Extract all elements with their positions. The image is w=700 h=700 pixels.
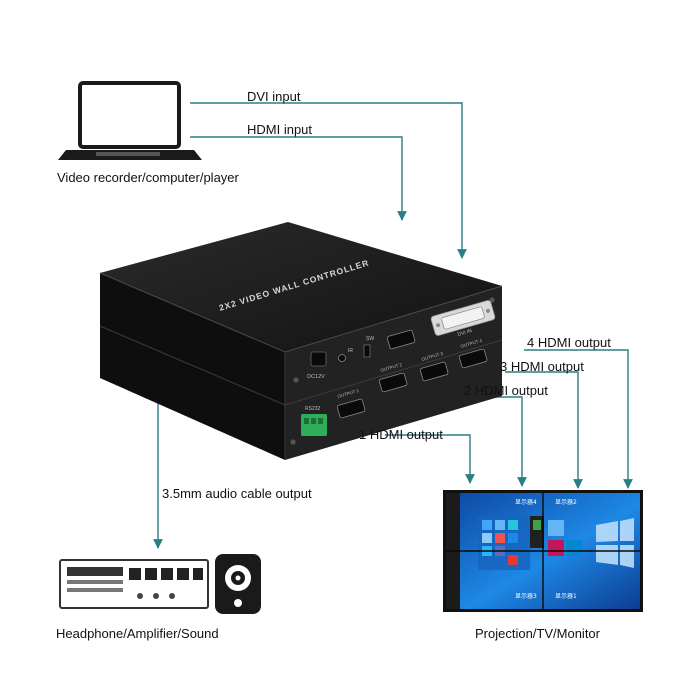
output-1-label: 1 HDMI output bbox=[359, 427, 443, 442]
output-4-label: 4 HDMI output bbox=[527, 335, 611, 350]
output-1-line bbox=[385, 434, 475, 484]
audio-output-label: 3.5mm audio cable output bbox=[162, 486, 312, 501]
hdmi-input-line bbox=[190, 136, 407, 221]
rs232-terminal bbox=[301, 414, 327, 436]
screen-quadrant-4-label: 显示器4 bbox=[515, 499, 537, 506]
audio-jack bbox=[338, 354, 346, 362]
hdmi-output-port-3 bbox=[419, 361, 449, 382]
source-device-label: Video recorder/computer/player bbox=[57, 170, 239, 185]
speaker-icon bbox=[215, 554, 261, 614]
amplifier-icon bbox=[59, 559, 209, 609]
hdmi-output-port-4 bbox=[458, 348, 488, 369]
output-3-line bbox=[505, 371, 583, 489]
monitor-icon: 显示器4 显示器2 显示器3 显示器1 bbox=[443, 490, 643, 612]
dc-label: DC12V bbox=[307, 374, 325, 380]
output-2-line bbox=[459, 396, 527, 487]
hdmi-output-port-1 bbox=[336, 398, 366, 419]
hdmi-input-label: HDMI input bbox=[247, 122, 313, 137]
hdmi-input-port bbox=[386, 329, 416, 350]
dvi-input-label: DVI input bbox=[247, 89, 301, 104]
output-3-port-label: OUTPUT 3 bbox=[421, 351, 444, 362]
output-4-line bbox=[524, 349, 633, 489]
dvi-input-port bbox=[430, 300, 496, 336]
screen-quadrant-3-label: 显示器3 bbox=[515, 593, 537, 600]
laptop-icon bbox=[58, 81, 202, 160]
hdmi-output-port-2 bbox=[378, 372, 408, 393]
dvi-input-line bbox=[190, 102, 467, 259]
sw-label: SW bbox=[366, 336, 374, 342]
screen-quadrant-1-label: 显示器1 bbox=[555, 593, 577, 600]
dc-power-port bbox=[310, 351, 327, 367]
output-3-label: 3 HDMI output bbox=[500, 359, 584, 374]
switch-button bbox=[363, 344, 371, 358]
output-2-label: 2 HDMI output bbox=[464, 383, 548, 398]
audio-device-label: Headphone/Amplifier/Sound bbox=[56, 626, 219, 641]
video-wall-controller: 2X2 VIDEO WALL CONTROLLER DC12V IR SW DV… bbox=[99, 222, 503, 460]
output-1-port-label: OUTPUT 1 bbox=[337, 388, 360, 399]
output-2-port-label: OUTPUT 2 bbox=[380, 362, 403, 373]
screen-quadrant-2-label: 显示器2 bbox=[555, 499, 577, 506]
rs232-label: RS232 bbox=[305, 406, 321, 412]
dvi-port-label: DVI IN bbox=[457, 328, 473, 338]
output-4-port-label: OUTPUT 4 bbox=[460, 338, 483, 349]
ir-label: IR bbox=[348, 348, 353, 354]
display-device-label: Projection/TV/Monitor bbox=[475, 626, 600, 641]
